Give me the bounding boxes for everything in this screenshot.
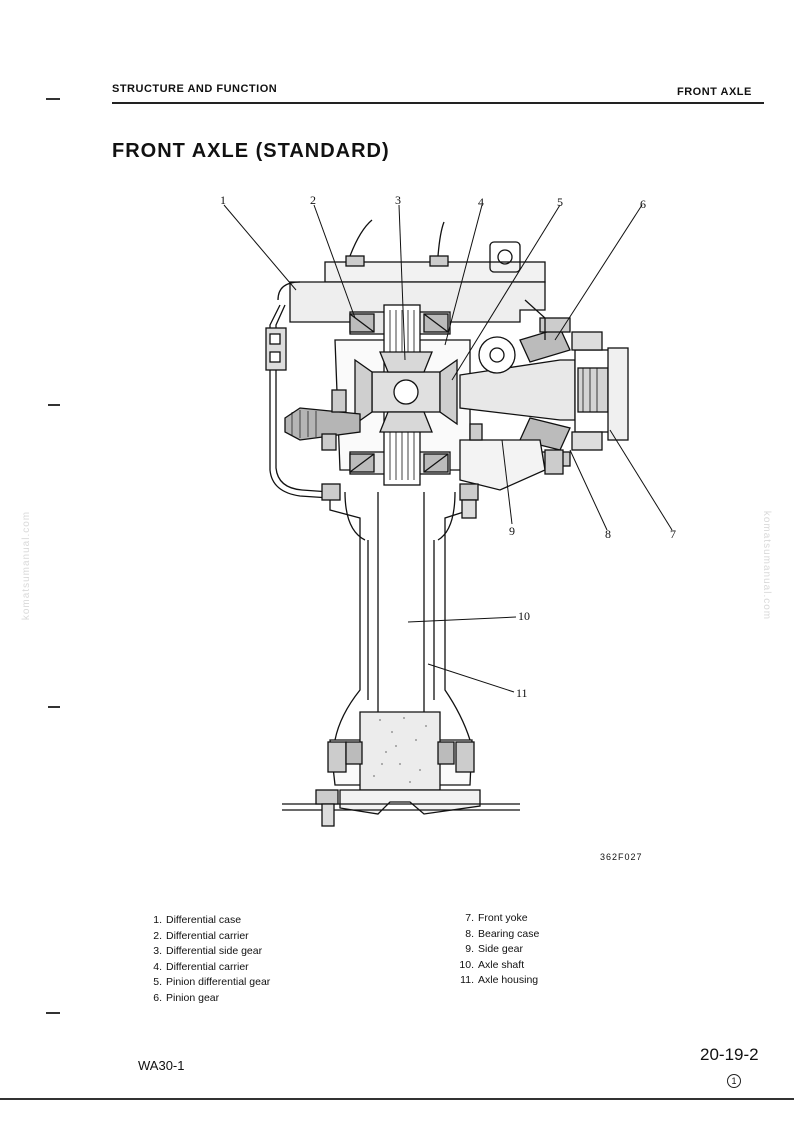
callout-9: 9: [509, 524, 515, 538]
legend-right: 7.Front yoke 8.Bearing case 9.Side gear …: [448, 911, 539, 989]
chapter-header: FRONT AXLE: [677, 86, 752, 98]
scan-mark: [48, 404, 60, 406]
header-rule: [112, 102, 764, 104]
revision-mark: 1: [727, 1074, 741, 1088]
model-number: WA30-1: [138, 1058, 185, 1073]
callout-6: 6: [640, 197, 646, 211]
callout-5: 5: [557, 195, 563, 209]
callout-11: 11: [516, 686, 528, 700]
callout-8: 8: [605, 527, 611, 541]
legend-item: 2.Differential carrier: [153, 929, 249, 942]
legend-item: 8.Bearing case: [465, 927, 540, 940]
scan-mark: [46, 98, 60, 100]
legend-item: 10.Axle shaft: [459, 958, 525, 971]
legend-item: 3.Differential side gear: [153, 945, 263, 957]
callout-10: 10: [518, 609, 530, 623]
scan-mark: [48, 706, 60, 708]
section-header: STRUCTURE AND FUNCTION: [112, 83, 278, 95]
legend-item: 5.Pinion differential gear: [153, 976, 271, 988]
legend-item: 4.Differential carrier: [153, 960, 249, 973]
legend-left: 1.Differential case 2.Differential carri…: [136, 913, 270, 1006]
legend-item: 11.Axle housing: [460, 974, 539, 986]
callout-4: 4: [478, 195, 484, 209]
legend-item: 1.Differential case: [153, 914, 242, 926]
callout-1: 1: [220, 193, 226, 207]
legend-item: 7.Front yoke: [465, 912, 528, 924]
figure-id: 362F027: [600, 852, 643, 862]
legend-item: 6.Pinion gear: [153, 991, 220, 1004]
page-title: FRONT AXLE (STANDARD): [112, 140, 390, 162]
callout-2: 2: [310, 193, 316, 207]
callout-7: 7: [670, 527, 676, 541]
scan-mark: [46, 1012, 60, 1014]
callout-3: 3: [395, 193, 401, 207]
legend-item: 9.Side gear: [465, 943, 523, 955]
bottom-rule: [0, 1098, 794, 1100]
page-number: 20-19-2: [700, 1045, 759, 1064]
